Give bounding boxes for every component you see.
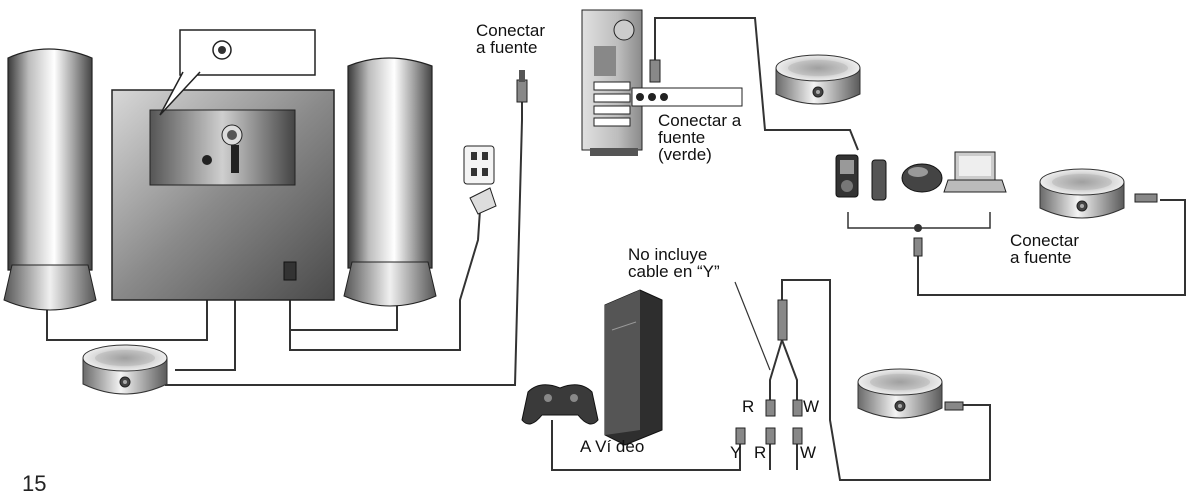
power-cable xyxy=(289,209,481,351)
control-pod-console xyxy=(857,368,943,419)
label-connect-source-top: Conectar a fuente xyxy=(476,21,545,57)
label-plug-y-bottom: Y xyxy=(730,443,742,462)
game-console xyxy=(604,289,663,446)
control-pod-pc xyxy=(775,54,861,105)
page-number: 15 xyxy=(22,471,47,496)
label-video: A Ví deo xyxy=(580,437,645,456)
label-plug-w-top: W xyxy=(803,397,820,416)
label-plug-w-bottom: W xyxy=(800,443,817,462)
source-connector-top xyxy=(516,70,528,103)
label-no-y-cable: No incluye cable en “Y” xyxy=(628,245,720,281)
control-pod-left xyxy=(82,344,168,395)
portable-devices xyxy=(835,151,1007,257)
wall-outlet xyxy=(463,145,497,215)
game-controller xyxy=(521,384,599,425)
subwoofer xyxy=(111,29,335,301)
label-plug-r-top: R xyxy=(742,397,755,416)
label-connect-source-green: Conectar a fuente (verde) xyxy=(658,111,742,164)
devices-cable xyxy=(917,199,1186,296)
left-speaker xyxy=(3,48,97,311)
pc-tower xyxy=(581,9,743,156)
y-cable-main xyxy=(781,279,991,481)
label-connect-source-right: Conectar a fuente xyxy=(1010,231,1079,267)
control-pod-devices xyxy=(1039,168,1125,219)
video-cable xyxy=(551,420,741,471)
rca-plugs xyxy=(735,299,803,445)
right-speaker xyxy=(343,57,437,307)
cables xyxy=(46,17,1186,481)
pc-cable xyxy=(654,17,859,151)
label-plug-r-bottom: R xyxy=(754,443,767,462)
